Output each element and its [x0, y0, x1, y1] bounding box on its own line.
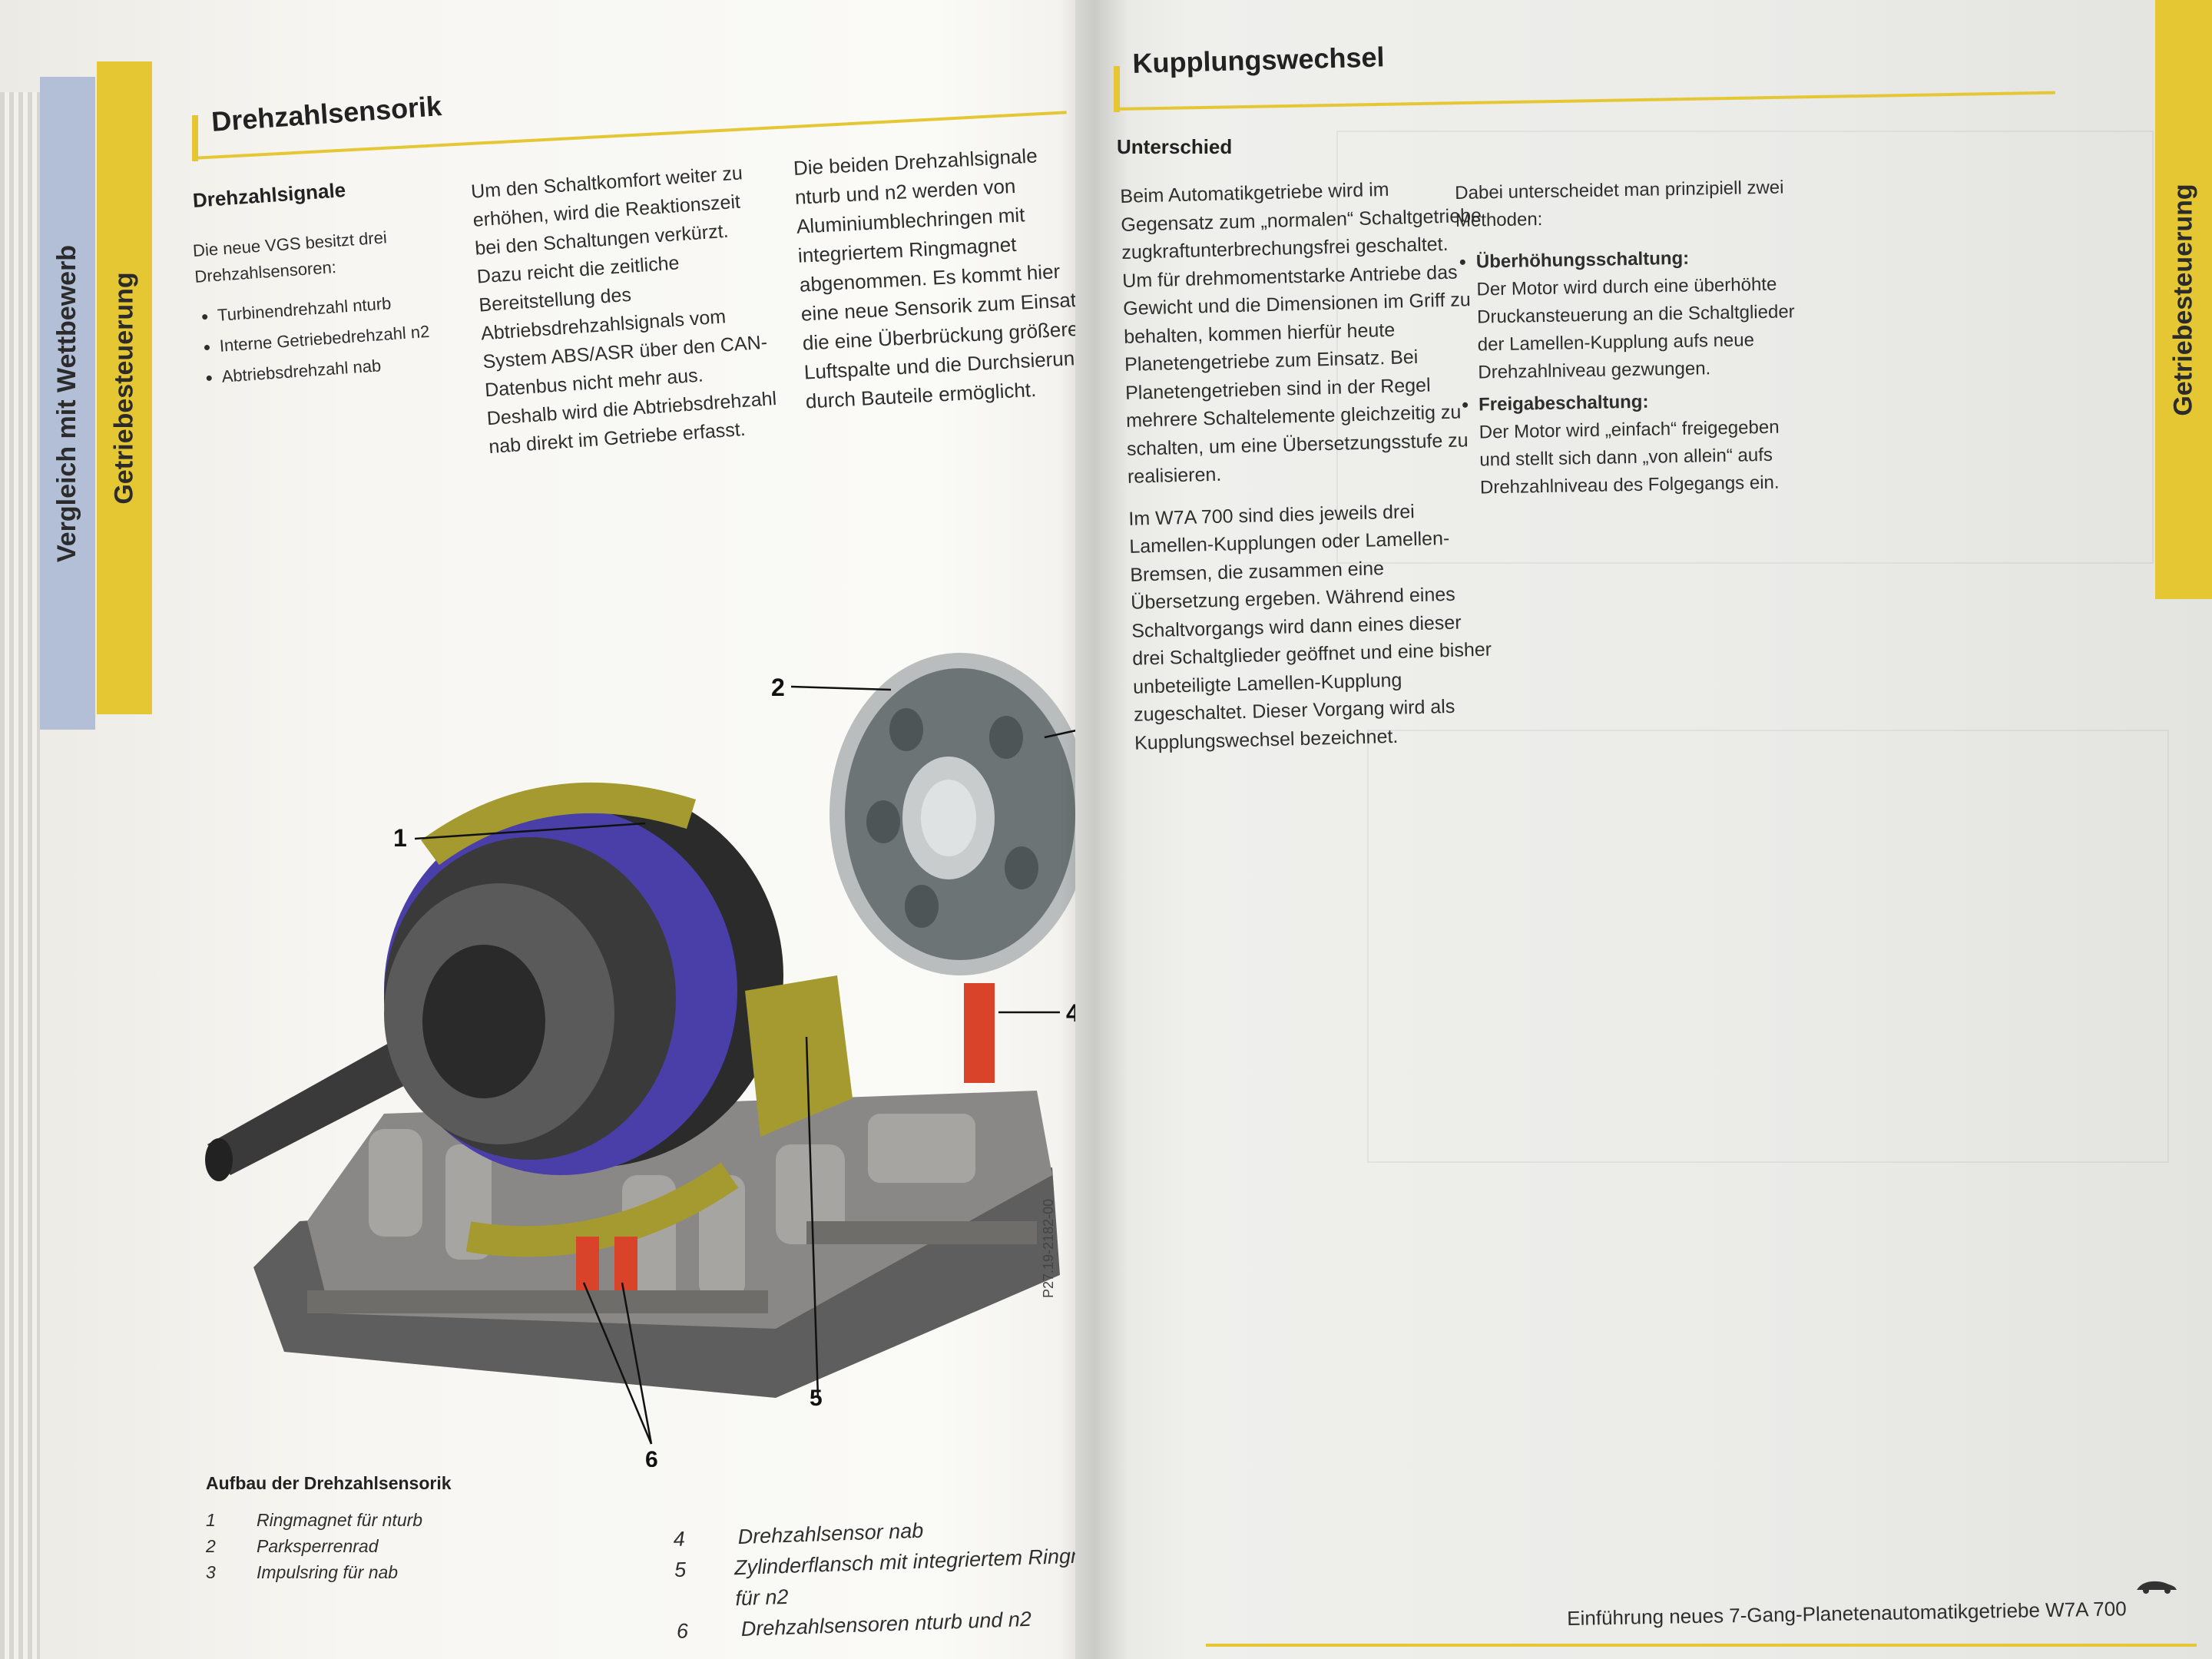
callout-5: 5: [810, 1386, 823, 1411]
method-title: Freigabeschaltung:: [1478, 391, 1649, 416]
tab-vergleich-mit-wettbewerb[interactable]: Vergleich mit Wettbewerb: [40, 77, 95, 730]
show-through-diagram: [1367, 730, 2169, 1163]
figure-part-number: P27.19-2182-00: [1041, 1198, 1056, 1298]
ring-magnet-1-olive: [421, 782, 697, 866]
right-column-1: Beim Automatikgetriebe wird im Gegensatz…: [1120, 174, 1496, 771]
right-column-1-paragraph-1: Beim Automatikgetriebe wird im Gegensatz…: [1120, 178, 1482, 488]
shaft-end: [205, 1138, 233, 1181]
cylinder-flange-olive: [465, 1162, 739, 1257]
right-page: [1075, 0, 2212, 1659]
column-2-text: Um den Schaltkomfort weiter zu erhöhen, …: [470, 162, 777, 459]
method-title: Überhöhungsschaltung:: [1475, 247, 1690, 273]
section-subheading: Drehzahlsignale: [192, 178, 347, 212]
column-3-text: Die beiden Drehzahlsignale nturb und n2 …: [793, 144, 1092, 413]
method-text: Der Motor wird „einfach“ freigegeben und…: [1479, 416, 1780, 498]
figure-caption: Aufbau der Drehzahlsensorik: [206, 1473, 452, 1493]
tab-getriebesteuerung-left[interactable]: Getriebesteuerung: [97, 61, 152, 714]
callout-lines: [414, 685, 1088, 1445]
left-page: Vergleich mit Wettbewerb Getriebesteueru…: [0, 0, 1167, 1659]
page-stack-edge: [0, 92, 40, 1659]
sensor-list: Turbinendrehzahl nturb Interne Getriebed…: [197, 286, 448, 391]
clutch-bore: [422, 945, 545, 1098]
column-2: Um den Schaltkomfort weiter zu erhöhen, …: [470, 157, 782, 475]
callout-2: 2: [771, 674, 785, 701]
book-gutter: [1060, 0, 1129, 1659]
speed-sensor-n2: [614, 1237, 637, 1290]
list-item: Überhöhungsschaltung: Der Motor wird dur…: [1476, 243, 1796, 386]
tab-label: Vergleich mit Wettbewerb: [52, 244, 82, 562]
callout-1: 1: [393, 824, 407, 852]
column-3: Die beiden Drehzahlsignale nturb und n2 …: [793, 138, 1098, 429]
tab-label: Getriebesteuerung: [109, 271, 139, 505]
drehzahlsensorik-illustration: 1 2 3 4 5 6: [205, 653, 1102, 1467]
speed-sensor-nab: [964, 983, 995, 1083]
callout-6: 6: [645, 1447, 658, 1467]
right-column-1-paragraph-2: Im W7A 700 sind dies jeweils drei Lamell…: [1128, 500, 1492, 754]
method-text: Der Motor wird durch eine überhöhte Druc…: [1476, 273, 1795, 383]
list-item: Freigabeschaltung: Der Motor wird „einfa…: [1479, 386, 1798, 502]
valve-body-shadows: [307, 1221, 1037, 1313]
speed-sensor-nturb: [576, 1237, 599, 1290]
tab-label: Getriebesteuerung: [2168, 183, 2198, 416]
gear-holes: [866, 708, 1038, 928]
heading-accent: [192, 115, 198, 161]
heading-accent: [1114, 66, 1120, 112]
right-column-2: Dabei unterscheidet man prinzipiell zwei…: [1455, 174, 1798, 507]
page-title: Kupplungswechsel: [1132, 41, 1386, 79]
cylinder-flange-segment: [745, 975, 853, 1137]
car-icon: [2137, 1581, 2177, 1594]
footer-rule: [1206, 1644, 2197, 1647]
right-column-2-intro: Dabei unterscheidet man prinzipiell zwei…: [1455, 177, 1784, 231]
page-title: Drehzahlsensorik: [210, 90, 443, 137]
column-1-intro: Die neue VGS besitzt drei Drehzahlsensor…: [192, 227, 388, 286]
gear-bore: [921, 780, 976, 856]
show-through-diagram: [1336, 131, 2154, 564]
column-1: Die neue VGS besitzt drei Drehzahlsensor…: [192, 221, 449, 396]
method-list: Überhöhungsschaltung: Der Motor wird dur…: [1456, 243, 1799, 502]
section-subheading: Unterschied: [1117, 135, 1233, 158]
tab-getriebesteuerung-right[interactable]: Getriebesteuerung: [2155, 0, 2212, 599]
